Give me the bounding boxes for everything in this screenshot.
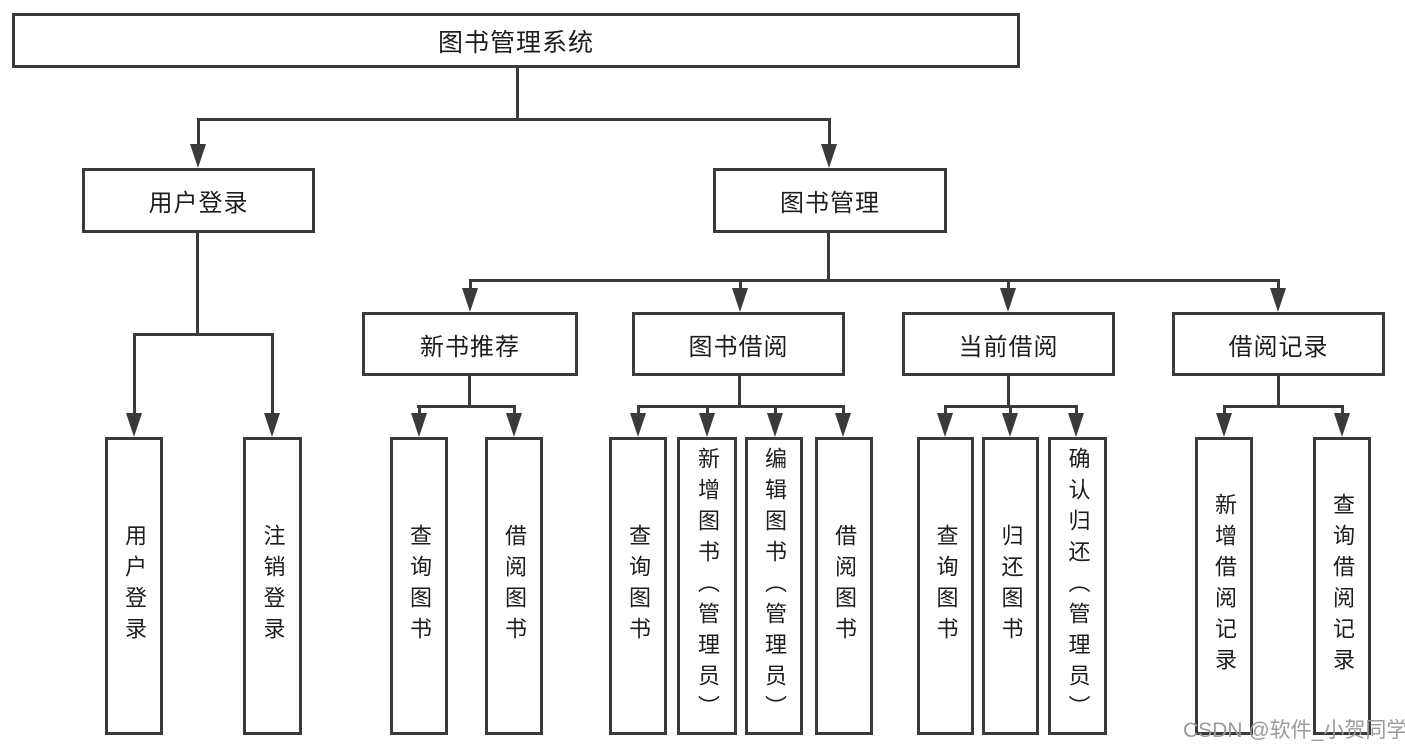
leaf-cb-return-books-label: 归还图书 <box>998 524 1024 648</box>
connector-user-login-hline <box>134 333 273 336</box>
leaf-user-login-label: 用户登录 <box>122 524 147 648</box>
leaf-bb-borrow-books-label: 借阅图书 <box>832 524 857 648</box>
arrow-to-user-login <box>190 118 206 168</box>
connector-book-borrowing-stub <box>738 376 741 405</box>
arrow-to-cb-query-books <box>937 405 953 437</box>
node-book-borrowing: 图书借阅 <box>632 312 845 376</box>
leaf-nbr-query-books: 查询图书 <box>390 437 448 735</box>
leaf-cb-query-books-label: 查询图书 <box>933 524 959 648</box>
arrow-to-bb-query-books <box>630 405 646 437</box>
leaf-cb-query-books: 查询图书 <box>917 437 974 735</box>
leaf-logout-label: 注销登录 <box>260 524 286 648</box>
leaf-logout: 注销登录 <box>243 437 302 735</box>
arrow-to-current-borrowing <box>1000 279 1016 312</box>
leaf-bb-edit-books-admin-label: 编辑图书（管理员） <box>762 446 787 726</box>
connector-level3-hline <box>470 279 1278 282</box>
leaf-cb-return-books: 归还图书 <box>982 437 1039 735</box>
node-root-label: 图书管理系统 <box>437 28 594 57</box>
arrow-to-bb-add-books <box>699 405 715 437</box>
arrow-to-nbr-borrow-books <box>506 405 522 437</box>
arrow-to-book-borrowing <box>732 279 748 312</box>
watermark: CSDN @软件_小贺同学 <box>1183 719 1405 742</box>
node-user-login: 用户登录 <box>82 168 315 233</box>
arrow-to-bb-edit-books <box>767 405 783 437</box>
leaf-bb-query-books-label: 查询图书 <box>626 524 651 648</box>
arrow-to-cb-return-books <box>1002 405 1018 437</box>
arrow-to-nbr-query-books <box>411 405 427 437</box>
leaf-nbr-query-books-label: 查询图书 <box>407 524 432 648</box>
connector-new-book-recommend-stub <box>468 376 471 405</box>
arrow-to-bb-borrow-books <box>835 405 851 437</box>
leaf-br-query-record-label: 查询借阅记录 <box>1330 493 1355 679</box>
leaf-bb-add-books-admin-label: 新增图书（管理员） <box>695 446 720 726</box>
leaf-br-add-record: 新增借阅记录 <box>1195 437 1253 735</box>
leaf-bb-edit-books-admin: 编辑图书（管理员） <box>745 437 803 735</box>
connector-level2-hline <box>198 118 830 121</box>
connector-book-borrowing-hline <box>637 405 845 408</box>
node-current-borrowing-label: 当前借阅 <box>958 333 1059 361</box>
node-borrowing-records-label: 借阅记录 <box>1228 333 1329 361</box>
arrow-to-book-management <box>821 118 837 168</box>
connector-new-book-recommend-hline <box>417 405 515 408</box>
node-borrowing-records: 借阅记录 <box>1172 312 1385 376</box>
arrow-to-br-add-record <box>1216 405 1232 437</box>
arrow-to-leaf-logout <box>264 333 280 437</box>
node-book-management: 图书管理 <box>713 168 947 233</box>
arrow-to-borrowing-records <box>1270 279 1286 312</box>
node-new-book-recommend-label: 新书推荐 <box>420 333 520 361</box>
leaf-nbr-borrow-books: 借阅图书 <box>485 437 543 735</box>
connector-current-borrowing-stub <box>1007 376 1010 405</box>
connector-book-management-stub <box>827 233 830 279</box>
leaf-user-login: 用户登录 <box>105 437 163 735</box>
node-user-login-label: 用户登录 <box>148 190 249 217</box>
leaf-br-query-record: 查询借阅记录 <box>1313 437 1371 735</box>
connector-borrowing-records-hline <box>1224 405 1342 408</box>
leaf-bb-query-books: 查询图书 <box>609 437 667 735</box>
arrow-to-cb-confirm-return <box>1068 405 1084 437</box>
leaf-br-add-record-label: 新增借阅记录 <box>1212 493 1237 679</box>
arrow-to-new-book-recommend <box>462 279 478 312</box>
leaf-nbr-borrow-books-label: 借阅图书 <box>502 524 527 648</box>
node-book-management-label: 图书管理 <box>780 190 880 217</box>
connector-borrowing-records-stub <box>1277 376 1280 405</box>
leaf-cb-confirm-return-admin: 确认归还（管理员） <box>1048 437 1107 735</box>
arrow-to-br-query-record <box>1334 405 1350 437</box>
arrow-to-leaf-user-login <box>126 333 142 437</box>
node-root: 图书管理系统 <box>12 13 1020 68</box>
node-book-borrowing-label: 图书借阅 <box>688 333 789 361</box>
leaf-bb-borrow-books: 借阅图书 <box>815 437 873 735</box>
leaf-bb-add-books-admin: 新增图书（管理员） <box>677 437 737 735</box>
node-current-borrowing: 当前借阅 <box>902 312 1115 376</box>
node-new-book-recommend: 新书推荐 <box>362 312 578 376</box>
connector-root-stub <box>516 68 519 118</box>
connector-user-login-stub <box>196 233 199 333</box>
leaf-cb-confirm-return-admin-label: 确认归还（管理员） <box>1065 446 1091 726</box>
